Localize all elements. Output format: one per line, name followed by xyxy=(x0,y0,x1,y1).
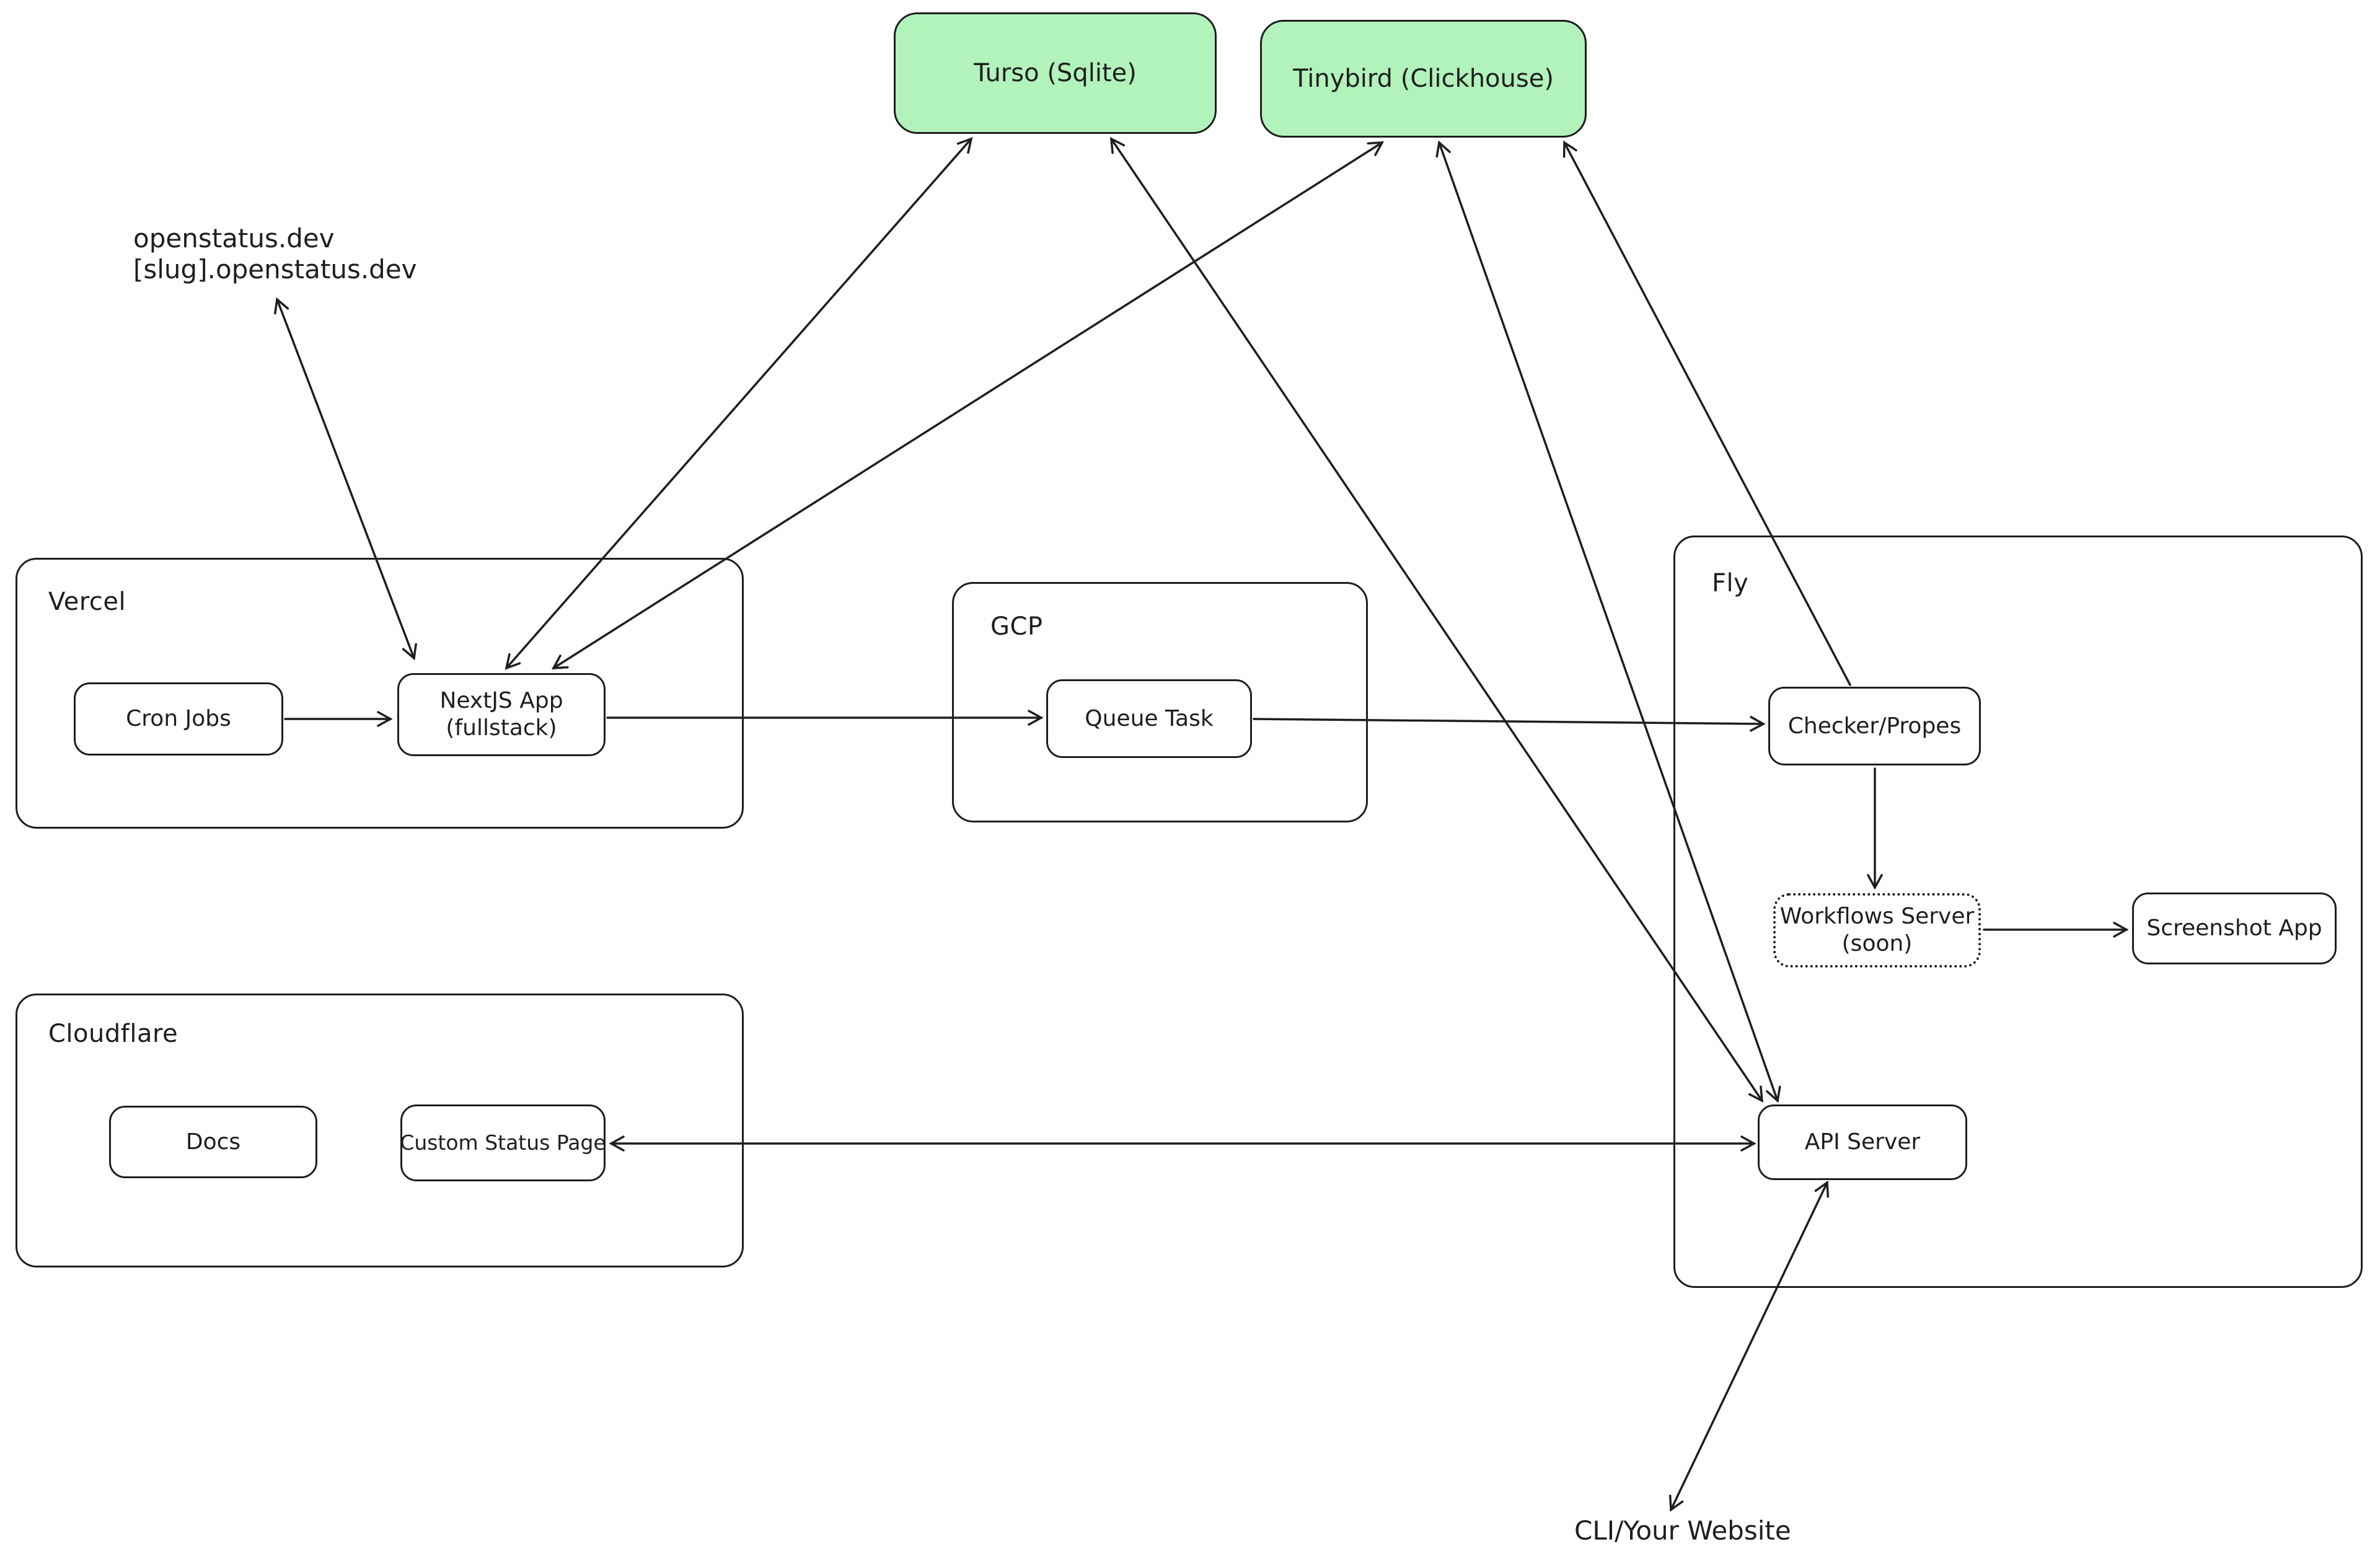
annotation-cli: CLI/Your Website xyxy=(1574,1515,1791,1546)
annotation-domains: openstatus.dev [slug].openstatus.dev xyxy=(133,223,417,284)
node-checker-propes: Checker/Propes xyxy=(1768,687,1981,765)
node-turso-label: Turso (Sqlite) xyxy=(974,58,1137,87)
node-screenshot-app-label: Screenshot App xyxy=(2146,915,2322,941)
node-api-server: API Server xyxy=(1758,1104,1967,1180)
node-cron-jobs-label: Cron Jobs xyxy=(126,706,231,732)
node-nextjs-app-label-line2: (fullstack) xyxy=(446,715,557,741)
node-tinybird: Tinybird (Clickhouse) xyxy=(1260,20,1587,138)
node-screenshot-app: Screenshot App xyxy=(2132,892,2337,964)
node-tinybird-label: Tinybird (Clickhouse) xyxy=(1293,64,1554,93)
container-gcp-label: GCP xyxy=(990,612,1043,641)
node-workflows-server-label-line2: (soon) xyxy=(1841,931,1913,956)
node-checker-propes-label: Checker/Propes xyxy=(1787,713,1962,739)
node-custom-status-page-label: Custom Status Page xyxy=(400,1130,606,1155)
annotation-domains-line2: [slug].openstatus.dev xyxy=(133,253,417,284)
node-api-server-label: API Server xyxy=(1804,1129,1921,1155)
node-queue-task: Queue Task xyxy=(1046,679,1252,758)
container-fly-label: Fly xyxy=(1712,569,1749,597)
container-cloudflare xyxy=(15,994,744,1267)
node-nextjs-app-label-line1: NextJS App xyxy=(439,688,563,714)
node-workflows-server-label-line1: Workflows Server xyxy=(1779,904,1975,930)
node-custom-status-page: Custom Status Page xyxy=(400,1104,606,1181)
node-cron-jobs: Cron Jobs xyxy=(74,682,283,756)
node-docs-label: Docs xyxy=(185,1129,241,1155)
node-turso: Turso (Sqlite) xyxy=(894,12,1217,134)
annotation-domains-line1: openstatus.dev xyxy=(133,223,335,253)
node-nextjs-app: NextJS App (fullstack) xyxy=(397,673,606,756)
container-vercel-label: Vercel xyxy=(48,588,126,616)
node-workflows-server: Workflows Server (soon) xyxy=(1773,893,1981,967)
container-cloudflare-label: Cloudflare xyxy=(48,1020,178,1048)
node-queue-task-label: Queue Task xyxy=(1085,705,1214,731)
node-docs: Docs xyxy=(109,1106,317,1178)
